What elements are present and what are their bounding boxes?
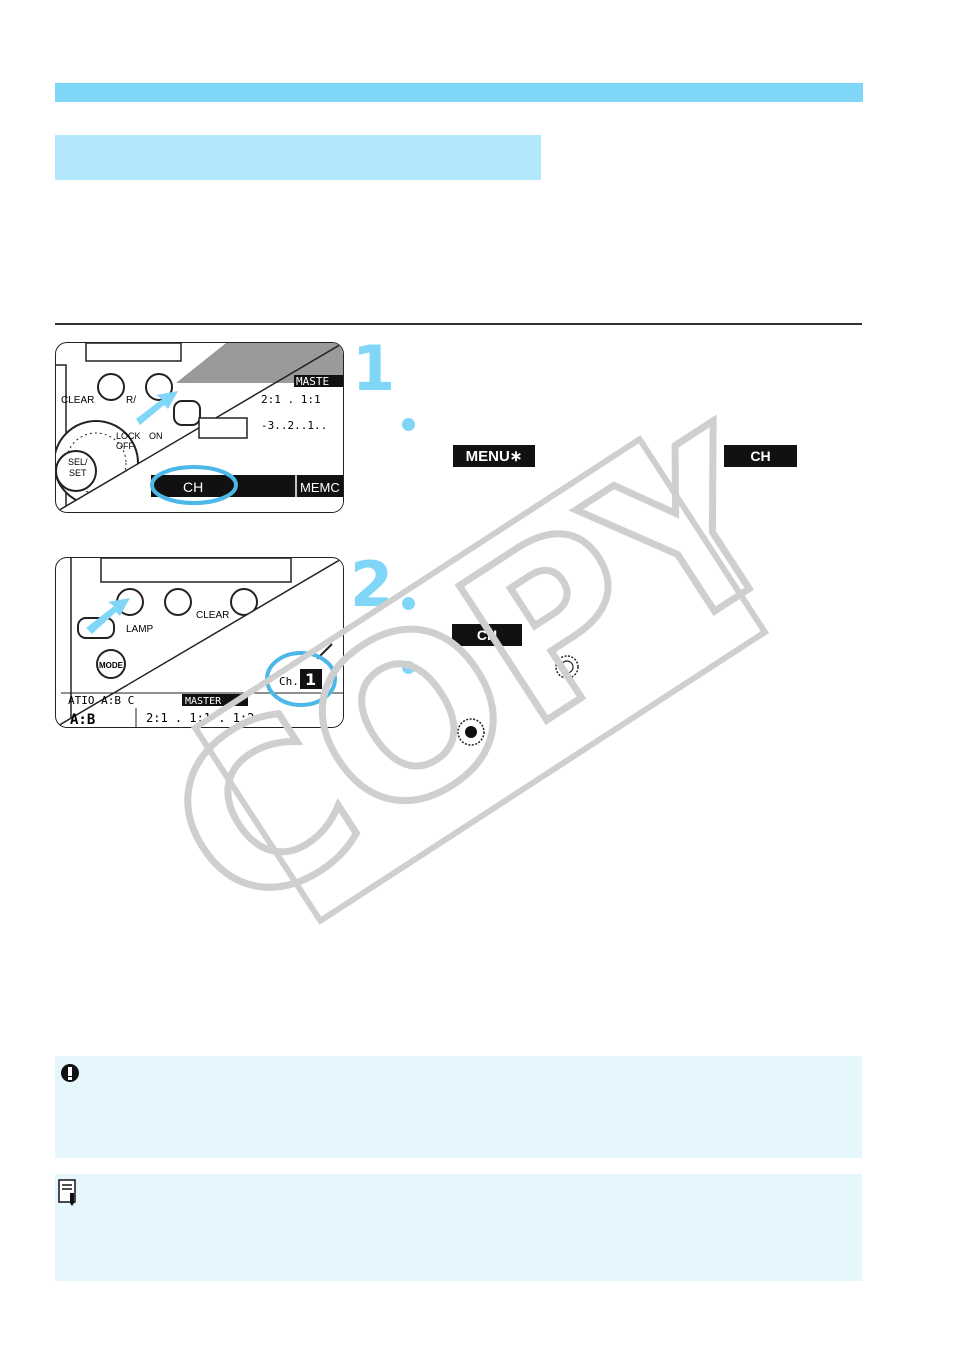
bullet-3 — [402, 661, 415, 674]
lcd-ch-prefix: Ch. — [279, 675, 299, 688]
section-divider — [55, 323, 862, 325]
ch-key-1: CH — [724, 445, 797, 467]
press-arrow-1 — [136, 391, 178, 425]
lamp-label: LAMP — [126, 624, 154, 635]
svg-text:OFF: OFF — [116, 441, 134, 451]
memo-note-box — [55, 1174, 862, 1281]
menu-key: MENU∗ — [453, 445, 535, 467]
caution-note-box — [55, 1056, 862, 1158]
lcd-ratio-values: 2:1 . 1:1 . 1:2 — [146, 711, 254, 725]
step-number-2: 2 — [350, 548, 394, 621]
select-dial-icon — [457, 718, 485, 746]
bullet-1 — [402, 418, 415, 431]
lcd-ab-label: A:B — [70, 712, 95, 727]
lcd-ratio-text: ATIO A:B C — [68, 694, 134, 707]
bullet-2 — [402, 597, 415, 610]
ch-key-2: CH — [452, 624, 522, 646]
clear-label-1: CLEAR — [61, 395, 94, 406]
lcd-master-label: MASTER — [185, 696, 222, 707]
lcd-memo-tab: MEMC — [300, 480, 340, 495]
lcd-scale-1: -3..2..1.. — [261, 419, 327, 432]
mode-label: MODE — [99, 661, 124, 670]
lcd-ratio-1: 2:1 . 1:1 — [261, 393, 321, 406]
header-bar — [55, 83, 863, 102]
clear-label-2: CLEAR — [196, 610, 229, 621]
flash-unit-illustration-1: SEL/ SET CLEAR R/ LOCK OFF ON MASTE 2:1 … — [56, 343, 343, 512]
lcd-mode-1: MASTE — [296, 375, 329, 388]
svg-text:LOCK: LOCK — [116, 431, 141, 441]
figure-step-1: SEL/ SET CLEAR R/ LOCK OFF ON MASTE 2:1 … — [55, 342, 344, 513]
step-number-1: 1 — [352, 332, 396, 405]
press-arrow-2 — [86, 598, 130, 634]
caution-icon — [61, 1064, 79, 1082]
section-heading-box — [55, 135, 541, 180]
lcd-ch-tab: CH — [183, 479, 203, 495]
dial-icon — [555, 655, 579, 679]
svg-text:SET: SET — [69, 468, 87, 478]
lcd-ch-value: 1 — [305, 670, 316, 689]
sel-set-label: SEL/ — [68, 457, 88, 467]
r-label: R/ — [126, 395, 136, 406]
flash-unit-illustration-2: CLEAR LAMP MODE ATIO A:B C MASTER A:B 2:… — [56, 558, 343, 727]
figure-step-2: CLEAR LAMP MODE ATIO A:B C MASTER A:B 2:… — [55, 557, 344, 728]
memo-icon — [58, 1179, 76, 1206]
svg-text:ON: ON — [149, 431, 163, 441]
